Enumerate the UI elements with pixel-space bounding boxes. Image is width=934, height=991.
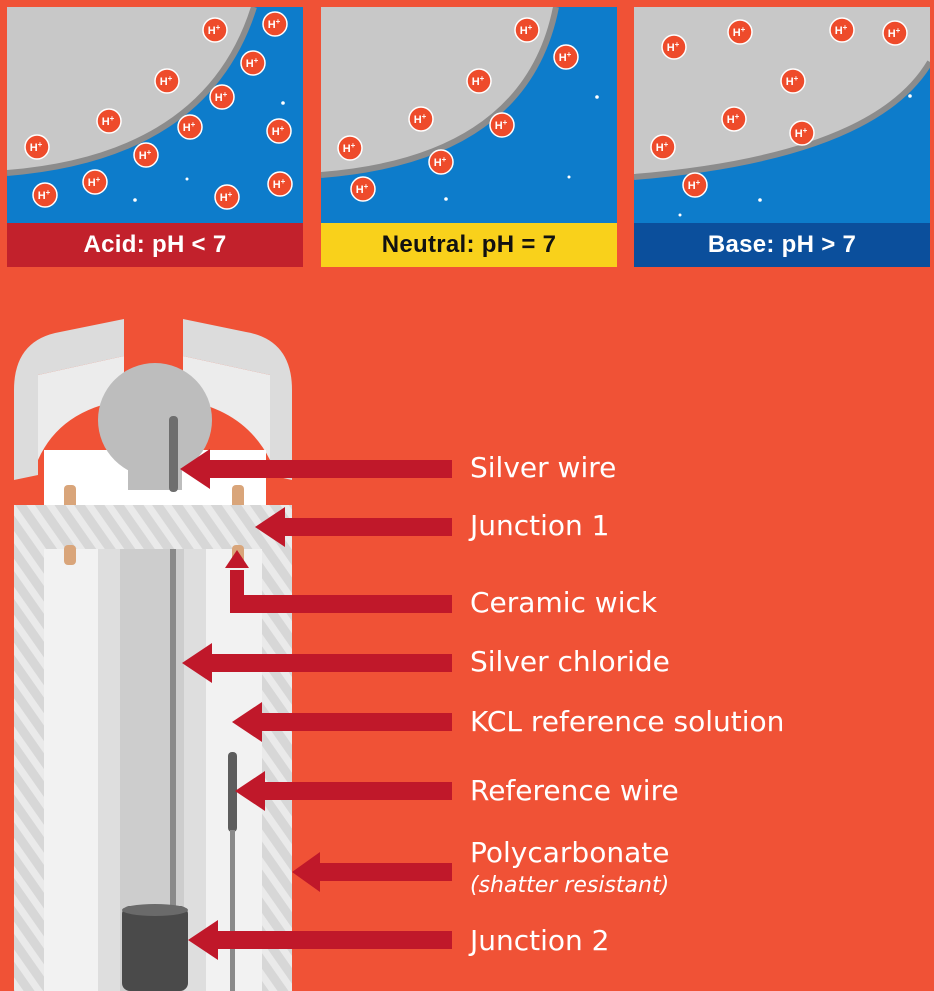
h-ion-label: H+	[343, 141, 356, 155]
arrow-reference-wire	[235, 771, 452, 811]
water-sparkles	[133, 101, 285, 202]
electrode-cap-left	[14, 319, 124, 480]
base-diagram: H+ H+ H+ H+ H+ H+ H+ H+ H+	[634, 7, 930, 223]
h-ion-group: H+ H+ H+ H+ H+ H+ H+ H+	[337, 17, 579, 202]
callout-polycarbonate: Polycarbonate	[470, 836, 670, 869]
acid-diagram: H+ H+ H+ H+ H+ H+ H+ H+ H+ H+ H+ H+ H+ H…	[7, 7, 303, 223]
arrow-ceramic-wick	[225, 550, 452, 613]
h-ion-label: H+	[268, 17, 281, 31]
callout-polycarbonate-note: (shatter resistant)	[470, 873, 670, 898]
h-ion-label: H+	[38, 188, 51, 202]
neutral-panel: H+ H+ H+ H+ H+ H+ H+ H+ Neutral: pH = 7	[321, 7, 617, 267]
acid-panel: H+ H+ H+ H+ H+ H+ H+ H+ H+ H+ H+ H+ H+ H…	[7, 7, 303, 267]
junction-2-plug	[122, 906, 188, 991]
ceramic-pin-top-right	[232, 485, 244, 509]
h-ion-label: H+	[215, 90, 228, 104]
h-ion-group: H+ H+ H+ H+ H+ H+ H+ H+ H+ H+ H+ H+ H+ H…	[24, 11, 293, 210]
h-ion-label: H+	[795, 126, 808, 140]
h-ion-label: H+	[888, 26, 901, 40]
cap-inner-left	[38, 356, 124, 460]
reference-wire-shape	[228, 752, 237, 832]
h-ion-label: H+	[272, 124, 285, 138]
arrow-kcl	[232, 702, 452, 742]
callout-junction-2: Junction 2	[470, 924, 610, 957]
arrow-silver-chloride	[182, 643, 452, 683]
polycarbonate-wall-right	[262, 549, 292, 991]
h-ion-label: H+	[139, 148, 152, 162]
glass-bulb-area	[634, 7, 930, 177]
silver-chloride-shape	[170, 549, 176, 919]
callout-reference-wire: Reference wire	[470, 774, 679, 807]
water-sparkles	[444, 95, 599, 201]
acid-label: Acid: pH < 7	[7, 223, 303, 267]
h-ion-label: H+	[786, 74, 799, 88]
callout-junction-1: Junction 1	[470, 509, 610, 542]
junction-2-top	[122, 904, 188, 916]
electrode-cap-right	[183, 319, 292, 480]
water-sparkles	[678, 94, 912, 217]
h-ion-label: H+	[688, 178, 701, 192]
neutral-diagram: H+ H+ H+ H+ H+ H+ H+ H+	[321, 7, 617, 223]
neutral-label: Neutral: pH = 7	[321, 223, 617, 267]
callout-arrows	[180, 449, 452, 960]
h-ion-label: H+	[246, 56, 259, 70]
callout-kcl-solution: KCL reference solution	[470, 705, 785, 738]
callout-silver-chloride: Silver chloride	[470, 645, 670, 678]
h-ion-label: H+	[472, 74, 485, 88]
h-ion-label: H+	[160, 74, 173, 88]
h-ion-label: H+	[733, 25, 746, 39]
h-ion-label: H+	[183, 120, 196, 134]
reference-wire-lead	[230, 830, 235, 991]
electrode-diagram	[14, 319, 452, 991]
arrow-junction-1	[255, 507, 452, 547]
callout-silver-wire: Silver wire	[470, 451, 617, 484]
h-ion-label: H+	[727, 112, 740, 126]
glass-membrane	[321, 7, 559, 178]
ceramic-pin-top-left	[64, 485, 76, 509]
silver-wire-shape	[169, 416, 178, 492]
h-ion-group: H+ H+ H+ H+ H+ H+ H+ H+ H+	[650, 17, 908, 198]
h-ion-label: H+	[356, 182, 369, 196]
h-ion-label: H+	[414, 112, 427, 126]
h-ion-label: H+	[835, 23, 848, 37]
h-ion-label: H+	[220, 190, 233, 204]
ceramic-pin-bottom-left	[64, 545, 76, 565]
junction-1-band	[14, 505, 292, 549]
h-ion-label: H+	[434, 155, 447, 169]
glass-membrane	[634, 60, 930, 180]
h-ion-label: H+	[520, 23, 533, 37]
arrow-silver-wire	[180, 449, 452, 489]
polycarbonate-wall-left	[14, 549, 44, 991]
h-ion-label: H+	[495, 118, 508, 132]
glass-bulb	[98, 363, 212, 477]
h-ion-label: H+	[667, 40, 680, 54]
h-ion-label: H+	[88, 175, 101, 189]
h-ion-label: H+	[559, 50, 572, 64]
glass-bulb-area	[321, 7, 556, 175]
glass-membrane	[7, 7, 257, 176]
h-ion-label: H+	[30, 140, 43, 154]
cap-inner-right	[183, 356, 270, 460]
base-label: Base: pH > 7	[634, 223, 930, 267]
arrow-polycarbonate	[292, 852, 452, 892]
h-ion-label: H+	[208, 23, 221, 37]
glass-bulb-area	[7, 7, 254, 173]
base-panel: H+ H+ H+ H+ H+ H+ H+ H+ H+ Base: pH > 7	[634, 7, 930, 267]
h-ion-label: H+	[102, 114, 115, 128]
callout-ceramic-wick: Ceramic wick	[470, 586, 658, 619]
h-ion-label: H+	[273, 177, 286, 191]
arrow-junction-2	[188, 920, 452, 960]
h-ion-label: H+	[656, 140, 669, 154]
